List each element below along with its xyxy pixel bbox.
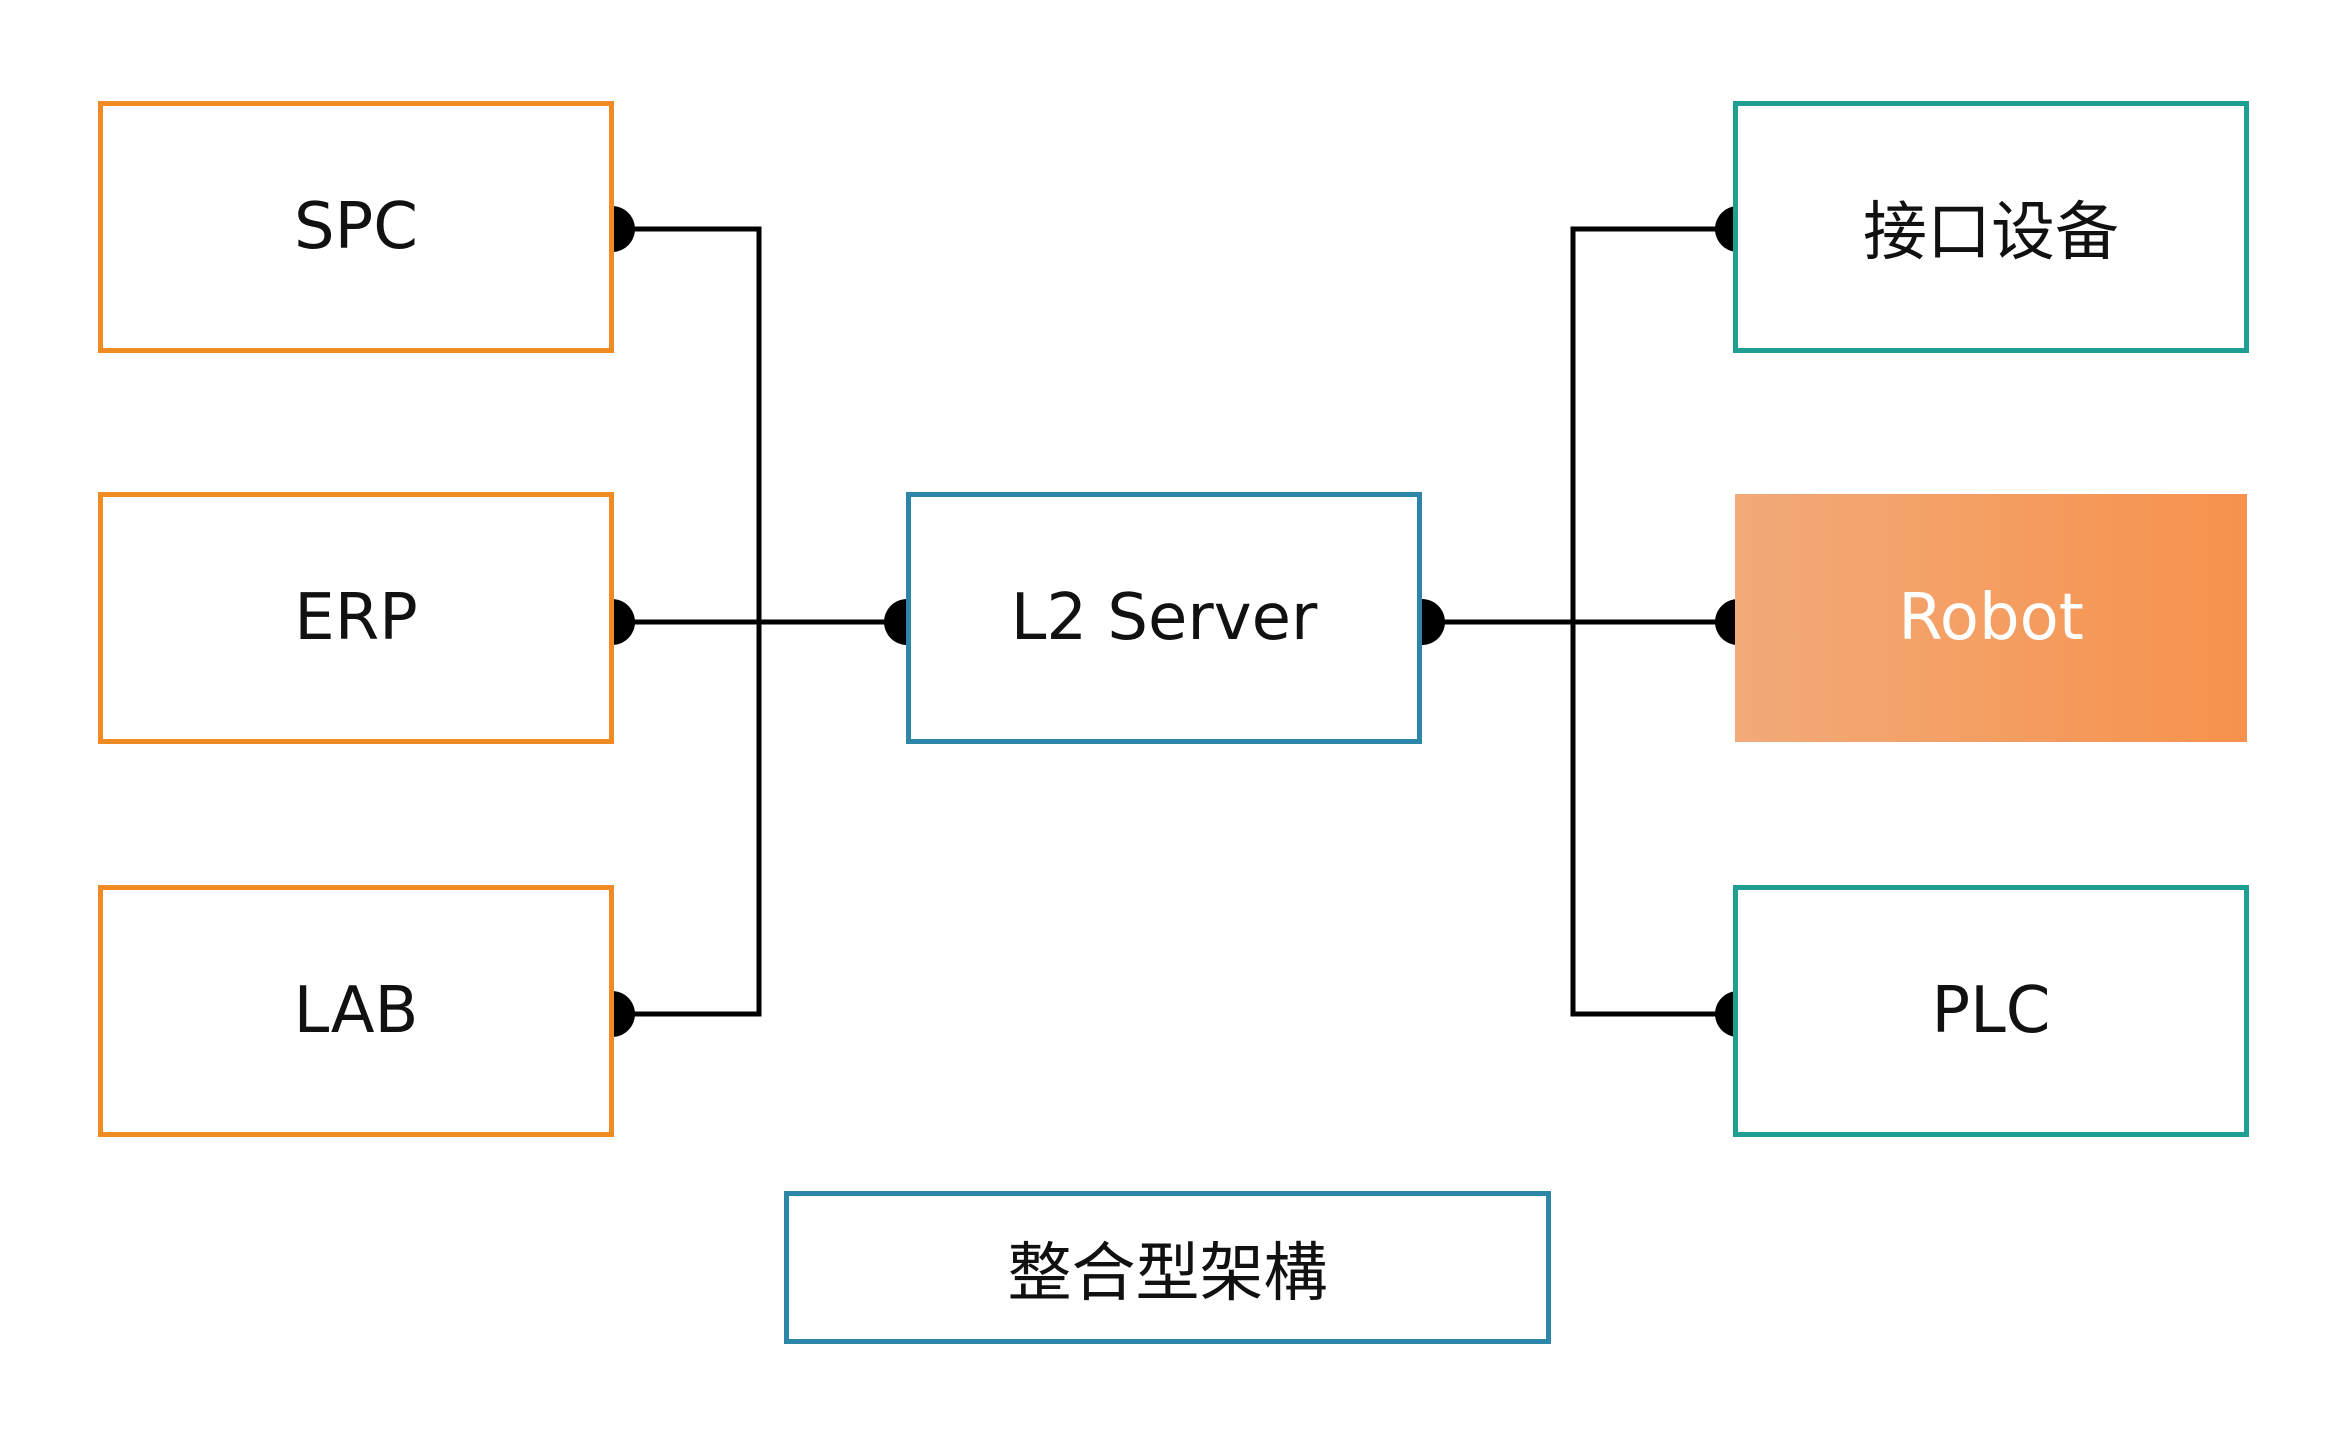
- node-lab-label: LAB: [293, 974, 419, 1048]
- node-erp-label: ERP: [294, 581, 418, 655]
- diagram-caption-label: 整合型架構: [1007, 1236, 1328, 1311]
- node-interface-device: 接口设备: [1733, 101, 2249, 353]
- node-spc: SPC: [98, 101, 614, 353]
- node-lab: LAB: [98, 885, 614, 1137]
- node-interface-device-label: 接口设备: [1863, 196, 2119, 270]
- node-spc-label: SPC: [294, 190, 418, 264]
- node-robot: Robot: [1735, 494, 2247, 742]
- node-l2-server-label: L2 Server: [1010, 581, 1318, 655]
- node-plc-label: PLC: [1931, 974, 2051, 1048]
- node-robot-label: Robot: [1898, 581, 2084, 655]
- diagram-caption: 整合型架構: [784, 1191, 1551, 1344]
- node-erp: ERP: [98, 492, 614, 744]
- node-l2-server: L2 Server: [906, 492, 1422, 744]
- node-plc: PLC: [1733, 885, 2249, 1137]
